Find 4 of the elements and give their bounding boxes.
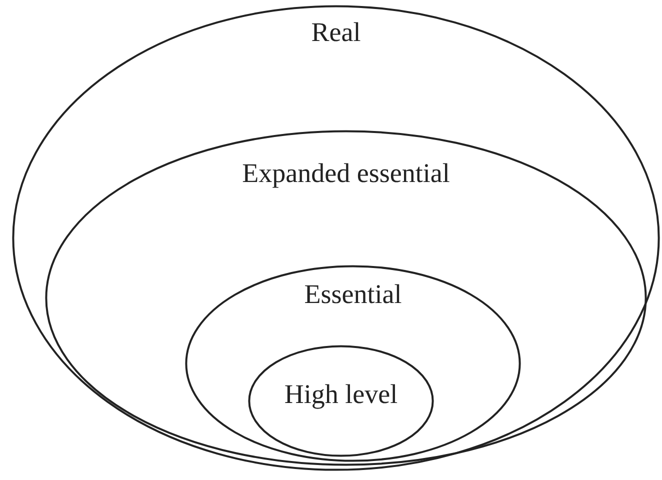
region-label: Real [311, 17, 361, 48]
region-label: Expanded essential [242, 158, 450, 189]
region-label: Essential [304, 279, 402, 310]
region-label: High level [284, 379, 398, 410]
